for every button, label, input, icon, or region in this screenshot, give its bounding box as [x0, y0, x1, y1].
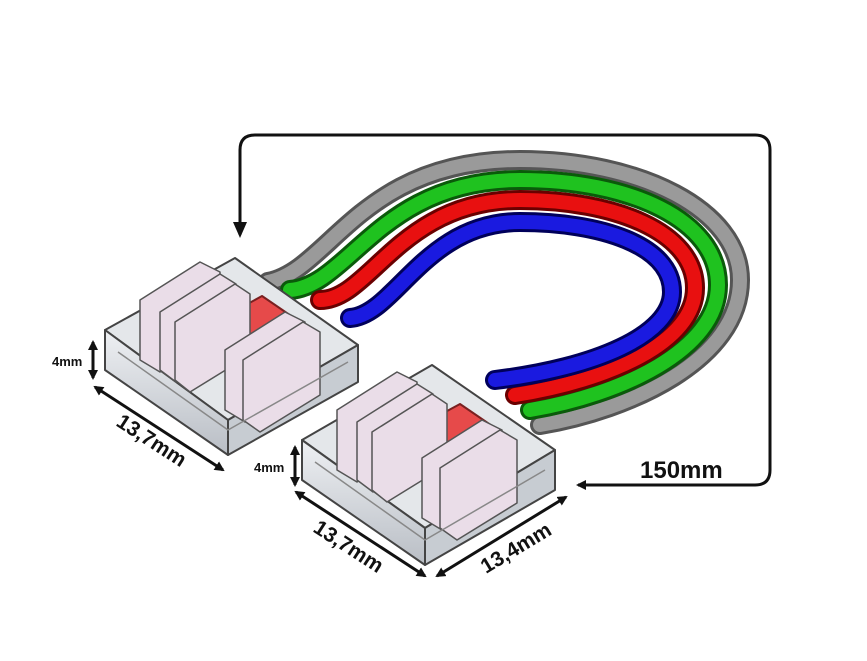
- cable-grey-sheath-highlight: [261, 152, 748, 432]
- label-a-height: 4mm: [52, 354, 82, 369]
- dimension-arrows: [88, 340, 568, 578]
- wire-green-fill: [283, 172, 726, 417]
- connector-b-clips: [336, 371, 518, 541]
- wire-red-fill: [313, 192, 703, 402]
- dim-b-width-arrow: [435, 495, 568, 578]
- length-bracket-line: [238, 133, 772, 490]
- label-cable-length: 150mm: [640, 457, 723, 484]
- label-b-height: 4mm: [254, 460, 284, 475]
- dim-b-length-arrow: [294, 490, 427, 578]
- wire-blue-fill: [343, 214, 680, 387]
- dim-a-length-arrow: [93, 385, 225, 472]
- length-bracket-start-arrow: [233, 222, 247, 238]
- connector-a-clips: [139, 261, 321, 433]
- connector-a-edge-line: [117, 351, 349, 431]
- cable-loop: [258, 149, 751, 435]
